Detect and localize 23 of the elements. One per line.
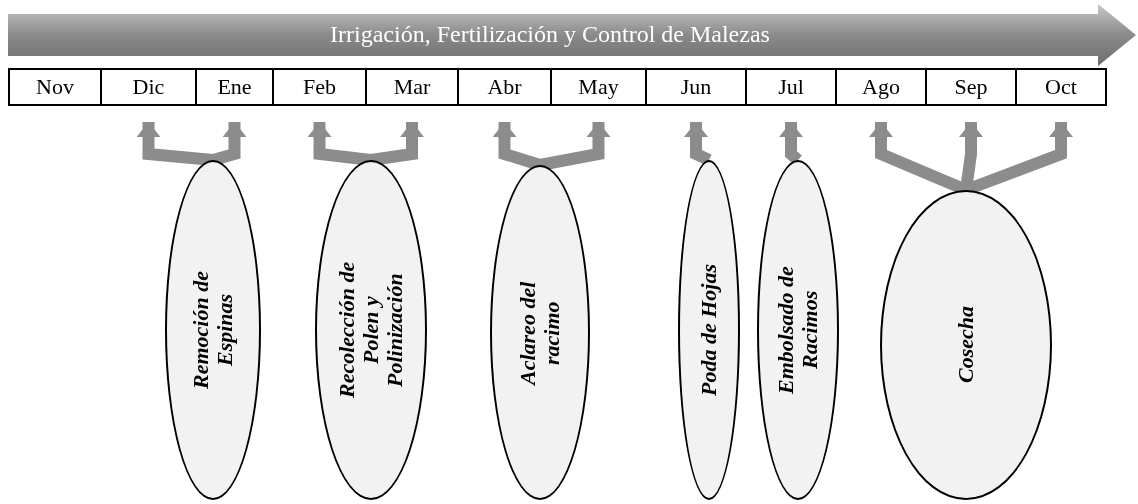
activity-label: Cosecha: [953, 305, 979, 386]
month-cell: Oct: [1015, 68, 1107, 106]
month-cell: Jul: [745, 68, 837, 106]
activity-label: Poda de Hojas: [696, 263, 722, 398]
month-cell: Ene: [195, 68, 274, 106]
month-cell: Sep: [925, 68, 1017, 106]
activity-label: Embolsado de Racimos: [773, 265, 823, 396]
activity-label: Remoción de Espinas: [188, 270, 238, 391]
month-cell: Dic: [100, 68, 197, 106]
month-cell: Feb: [272, 68, 367, 106]
month-cell: Ago: [835, 68, 927, 106]
activity-label: Aclareo del racimo: [515, 279, 565, 387]
band-title: Irrigación, Fertilización y Control de Malezas: [329, 20, 771, 48]
month-cell: Nov: [8, 68, 102, 106]
activity-label: Recolección de Polen y Polinización: [334, 260, 408, 401]
month-cell: Mar: [365, 68, 459, 106]
month-cell: Abr: [457, 68, 552, 106]
up-arrow: [370, 122, 424, 166]
up-arrow: [538, 122, 611, 171]
month-cell: May: [550, 68, 647, 106]
up-arrow: [307, 122, 372, 166]
month-cell: Jun: [645, 68, 747, 106]
up-arrow: [136, 122, 214, 166]
